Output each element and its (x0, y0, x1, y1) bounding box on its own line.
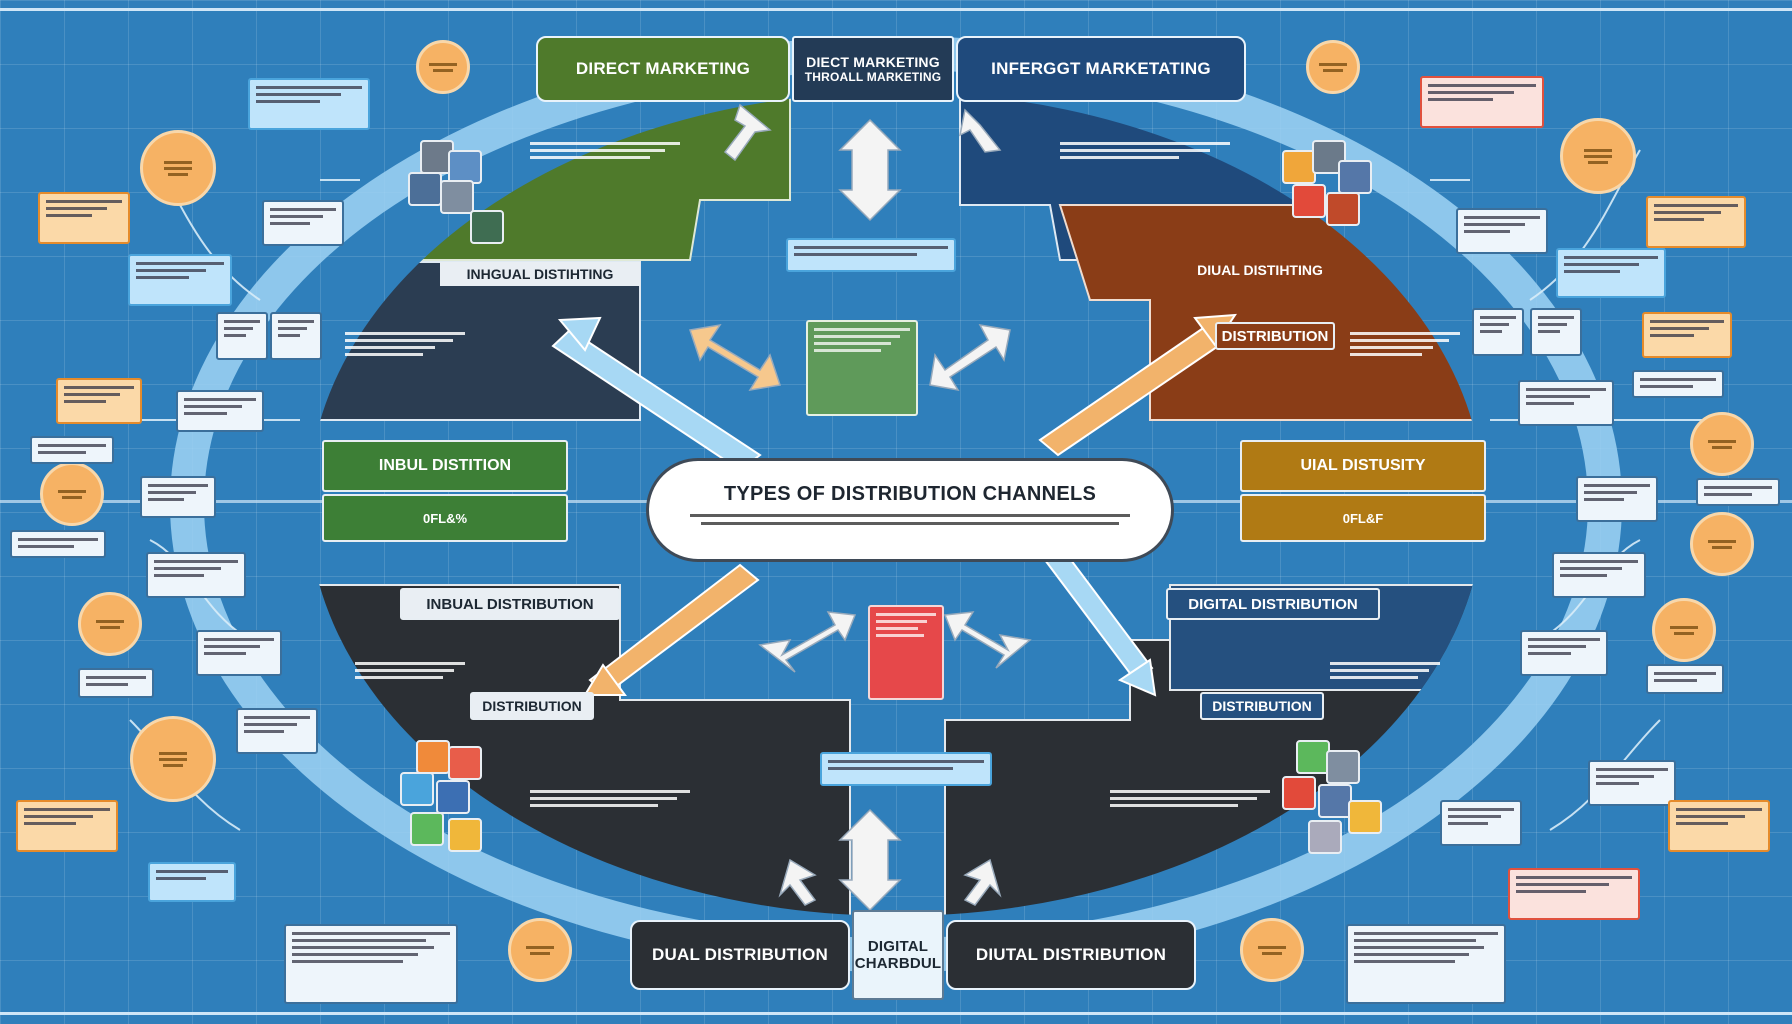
header-middle-top-line2: THROALL MARKETING (804, 70, 942, 84)
note-right-10 (1576, 476, 1658, 522)
center-subtitle-lines (690, 514, 1130, 525)
note-right-18 (1508, 868, 1640, 920)
note-right-4 (1556, 248, 1666, 298)
bubble-right-1 (1560, 118, 1636, 194)
label-bottom-right: DIGITAL DISTRIBUTION (1166, 588, 1380, 620)
sublabel-bottom-left: DISTRIBUTION (470, 692, 594, 720)
center-box-green (806, 320, 918, 416)
note-left-9 (30, 436, 114, 464)
text-block-dark-left (345, 332, 465, 356)
sublabel-bottom-right: DISTRIBUTION (1200, 692, 1324, 720)
note-left-14 (78, 668, 154, 698)
header-direct-marketing-text: DIRECT MARKETING (575, 59, 751, 78)
header-dual-distribution: DUAL DISTRIBUTION (630, 920, 850, 990)
center-note-top (786, 238, 956, 272)
note-left-8 (176, 390, 264, 432)
text-block-brown (1350, 332, 1460, 356)
header-digital-distribution: DIUTAL DISTRIBUTION (946, 920, 1196, 990)
app-icon-stack-bottom-left (396, 740, 506, 860)
note-right-6 (1530, 308, 1582, 356)
note-right-17 (1440, 800, 1522, 846)
header-dual-distribution-text: DUAL DISTRIBUTION (652, 945, 828, 964)
bubble-right-2 (1690, 412, 1754, 476)
note-right-7 (1642, 312, 1732, 358)
sublabel-top-right: DISTRIBUTION (1215, 322, 1335, 350)
note-right-14 (1646, 664, 1724, 694)
header-middle-top-line1: DIECT MARKETING (806, 54, 940, 70)
label-mid-right: UIAL DISTUSITY (1240, 440, 1486, 492)
text-block-bottom-right-2 (1330, 662, 1440, 679)
label-bottom-left: INBUAL DISTRIBUTION (400, 588, 620, 620)
note-right-1 (1420, 76, 1544, 128)
note-left-3 (128, 254, 232, 306)
note-left-10 (140, 476, 216, 518)
text-block-bottom-left-2 (530, 790, 690, 807)
note-right-5 (1472, 308, 1524, 356)
note-left-16 (236, 708, 318, 754)
header-digital-channel-line1: DIGITAL (867, 938, 929, 955)
note-right-12 (1552, 552, 1646, 598)
value-mid-right: 0FL&F (1240, 494, 1486, 542)
legend-right (1346, 924, 1506, 1004)
center-note-bottom (820, 752, 992, 786)
bubble-top-right (1306, 40, 1360, 94)
header-digital-channel: DIGITAL CHARBDUL (852, 910, 944, 1000)
note-right-8 (1518, 380, 1614, 426)
text-block-green (530, 142, 680, 159)
bubble-right-3 (1690, 512, 1754, 576)
center-box-red (868, 605, 944, 700)
note-left-17 (148, 862, 236, 902)
header-middle-top: DIECT MARKETING THROALL MARKETING (792, 36, 954, 102)
header-indirect-marketing-text: INFERGGT MARKETATING (991, 59, 1211, 78)
text-block-navy (1060, 142, 1230, 159)
app-icon-stack-top-left (400, 140, 510, 250)
bubble-bottom-left (508, 918, 572, 982)
header-direct-marketing: DIRECT MARKETING (536, 36, 790, 102)
note-left-1 (248, 78, 370, 130)
header-digital-channel-line2: CHARBDUL (854, 955, 942, 972)
bubble-left-4 (130, 716, 216, 802)
label-mid-left: INBUL DISTITION (322, 440, 568, 492)
note-right-15 (1588, 760, 1676, 806)
frame-bottom-line (0, 1012, 1792, 1015)
app-icon-stack-bottom-right (1282, 740, 1392, 860)
note-left-15 (16, 800, 118, 852)
note-right-16 (1668, 800, 1770, 852)
note-left-2 (38, 192, 130, 244)
note-left-4 (262, 200, 344, 246)
app-icon-stack-top-right (1272, 140, 1382, 250)
legend-left (284, 924, 458, 1004)
label-top-right: DIUAL DISTIHTING (1197, 262, 1323, 278)
text-block-bottom-right (1110, 790, 1270, 807)
value-mid-left: 0FL&% (322, 494, 568, 542)
note-left-13 (196, 630, 282, 676)
frame-top-line (0, 8, 1792, 11)
center-title: TYPES OF DISTRIBUTION CHANNELS (723, 483, 1097, 505)
note-right-13 (1520, 630, 1608, 676)
bubble-right-4 (1652, 598, 1716, 662)
bubble-top-left (416, 40, 470, 94)
bubble-left-3 (78, 592, 142, 656)
note-left-5 (216, 312, 268, 360)
bubble-left-2 (40, 462, 104, 526)
note-left-12 (146, 552, 246, 598)
note-right-11 (1696, 478, 1780, 506)
bubble-left-1 (140, 130, 216, 206)
note-right-3 (1456, 208, 1548, 254)
header-indirect-marketing: INFERGGT MARKETATING (956, 36, 1246, 102)
note-right-9 (1632, 370, 1724, 398)
text-block-bottom-left (355, 662, 465, 679)
note-left-7 (56, 378, 142, 424)
note-left-6 (270, 312, 322, 360)
center-title-pill: TYPES OF DISTRIBUTION CHANNELS (646, 458, 1174, 562)
label-top-left: INHGUAL DISTIHTING (440, 262, 640, 286)
bubble-bottom-right (1240, 918, 1304, 982)
note-right-2 (1646, 196, 1746, 248)
note-left-11 (10, 530, 106, 558)
header-digital-distribution-text: DIUTAL DISTRIBUTION (975, 945, 1167, 964)
